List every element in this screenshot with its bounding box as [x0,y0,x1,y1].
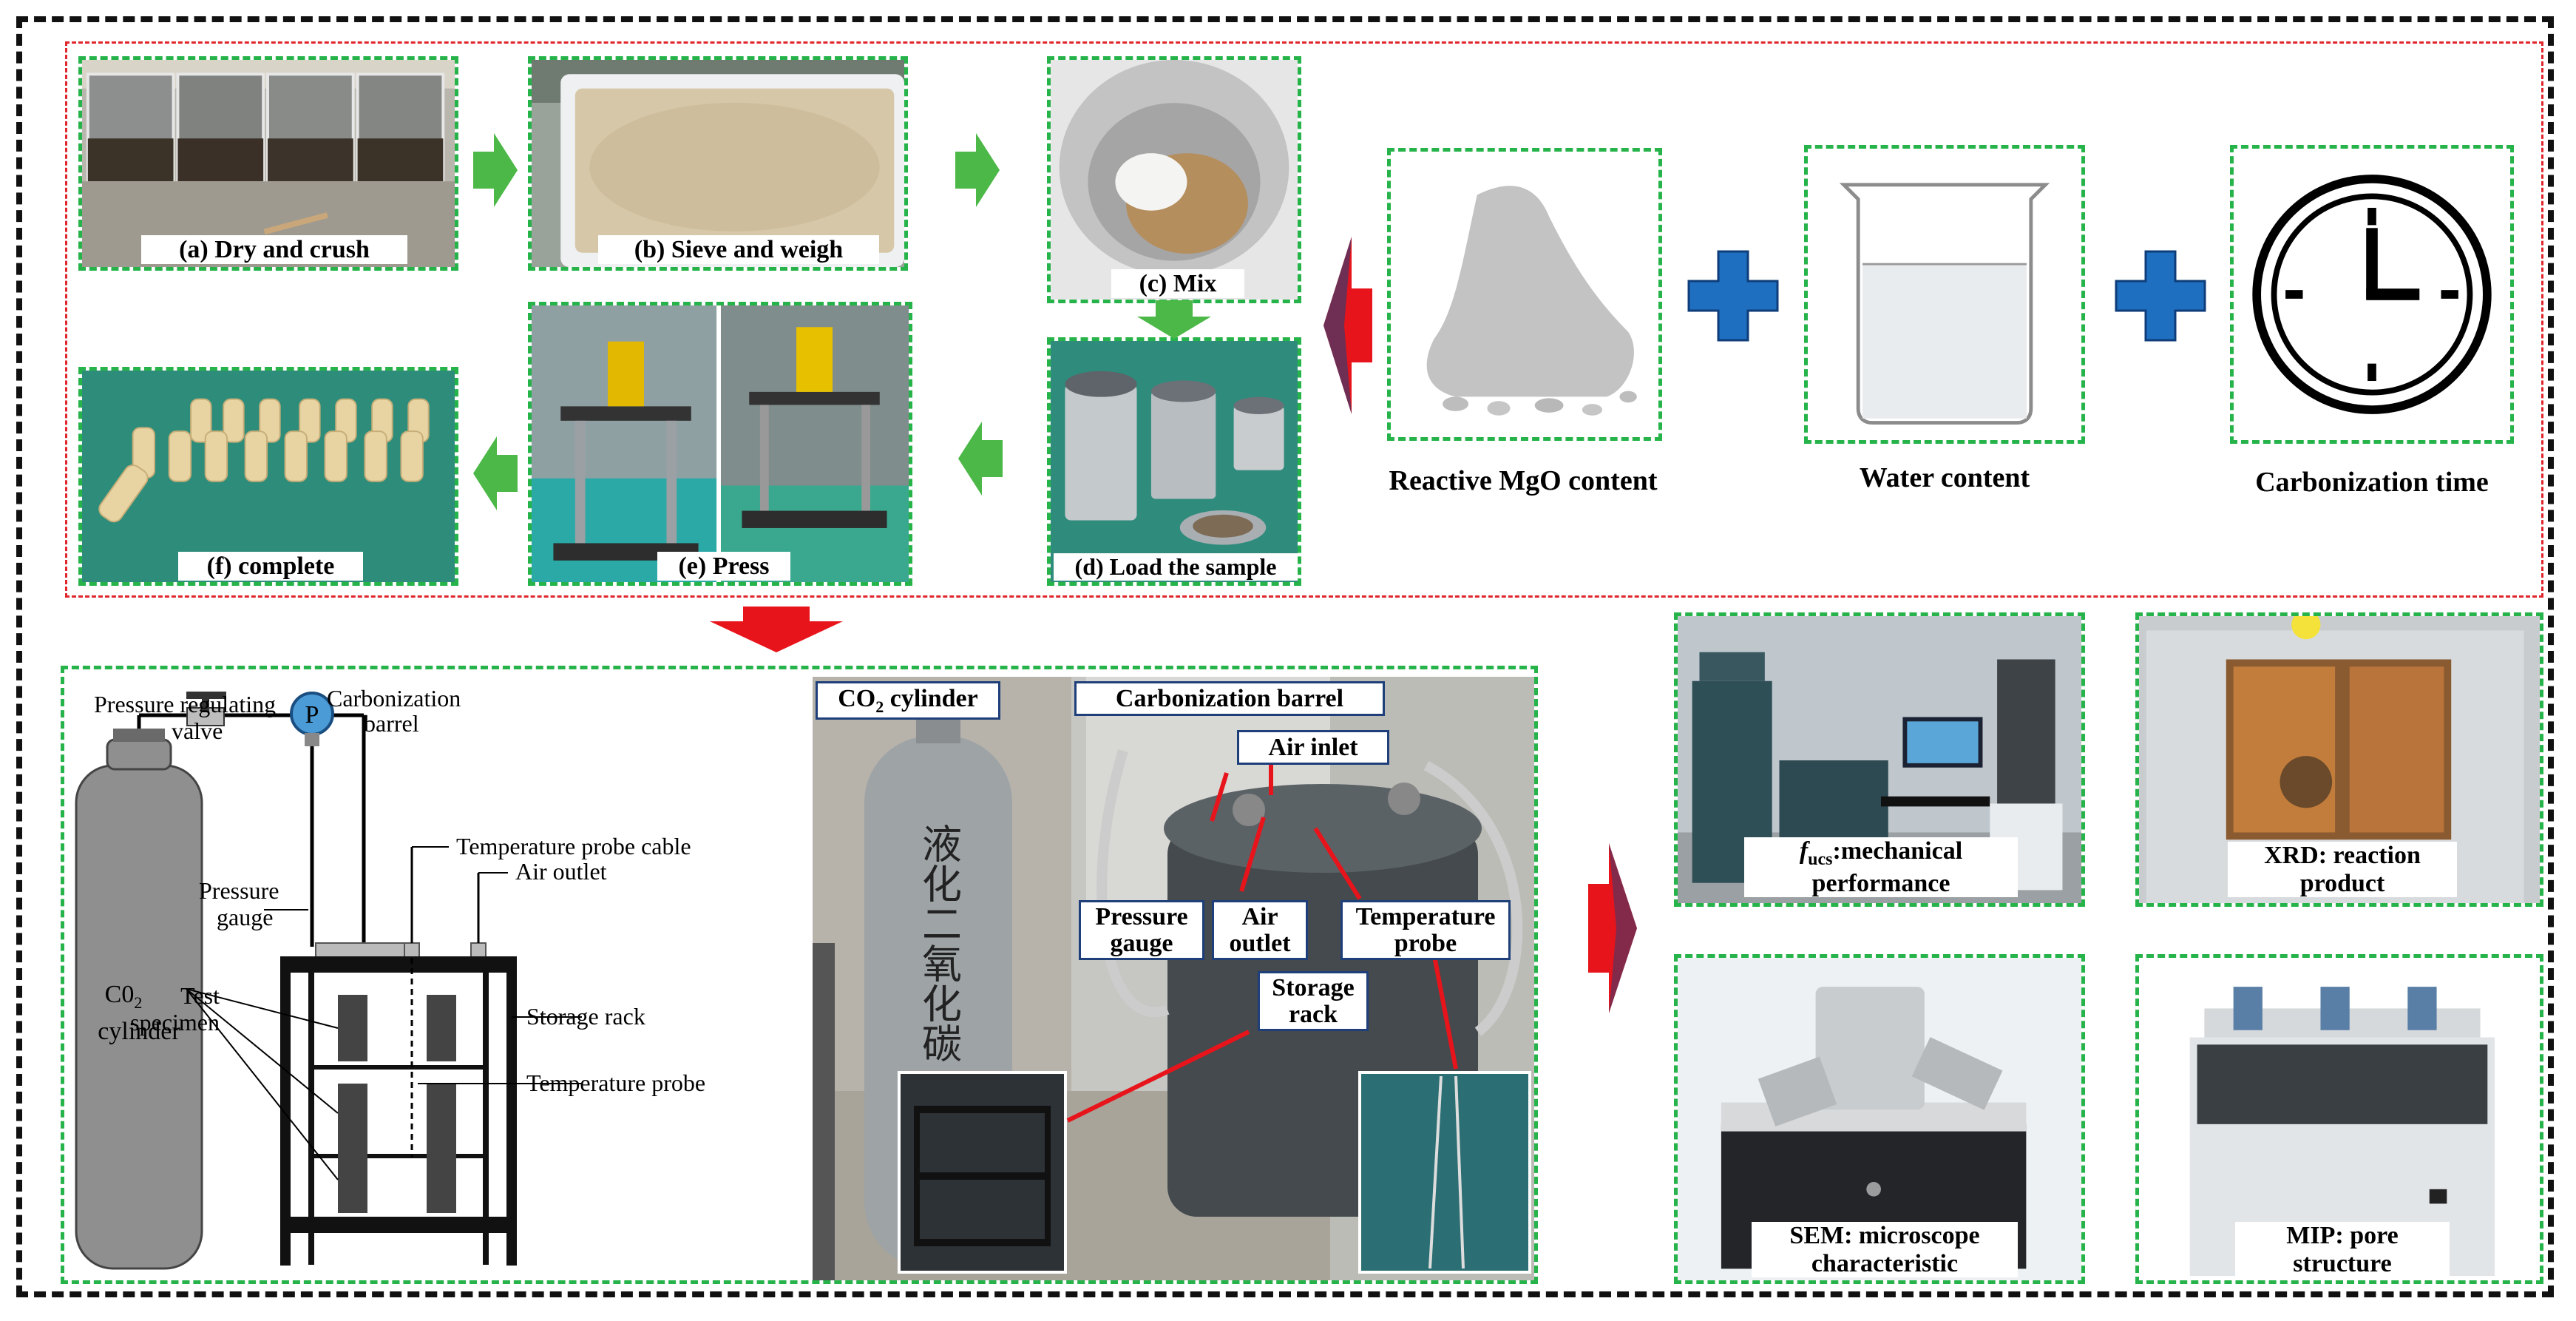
beaker-icon [1808,149,2081,440]
step-c-panel: (c) Mix [1047,56,1301,303]
step-b-panel: (b) Sieve and weigh [528,56,908,271]
mgo-panel [1387,148,1662,441]
step-f-panel: (f) complete [78,367,458,586]
sieve-photo [532,60,904,267]
probe-cable-label: Temperature probe cable [456,833,691,859]
schematic-diagram: P Pressure regulating valve [75,685,705,1270]
specimens-photo [82,371,455,582]
barrel-label-1: Carbonization [327,685,461,712]
arrow-c-to-d [1137,300,1211,339]
load-sample-photo [1051,341,1298,582]
gauge-symbol: P [305,701,319,729]
storage-rack-label: Storage rack [526,1003,645,1030]
gauge-label-1: Pressure [199,877,279,904]
step-b-caption: (b) Sieve and weigh [598,234,879,264]
arrow-e-to-f [473,436,518,510]
time-label: Carbonization time [2255,467,2489,498]
cylinder-chinese-text: 液化二氧化碳 [915,823,962,1063]
step-d-panel: (d) Load the sample [1047,337,1301,586]
cylinder-label-2: cylinder [98,1018,180,1045]
air-outlet-label: Air outlet [515,858,607,885]
arrow-b-to-c [955,133,1000,207]
valve-label-1: Pressure regulating [94,691,276,717]
step-c-caption: (c) Mix [1111,268,1244,298]
mgo-label: Reactive MgO content [1389,465,1658,496]
barrel-label-2: barrel [364,710,419,737]
step-a-caption: (a) Dry and crush [141,234,407,264]
step-d-caption: (d) Load the sample [1054,553,1298,581]
water-label: Water content [1859,462,2030,493]
step-f-caption: (f) complete [178,551,363,581]
step-e-panel: (e) Press [528,302,912,586]
down-arrow [710,607,843,652]
clock-icon [2234,149,2510,440]
barrel-photo-label: Carbonization barrel [1074,681,1385,717]
temp-probe-label: Temperature probe [526,1070,705,1096]
outer-frame [16,16,2554,1297]
mgo-powder-icon [1391,152,1658,437]
mix-photo [1051,60,1298,300]
arrow-a-to-b [473,133,518,207]
plus-icon [1687,250,1779,342]
carbonization-panel: P Pressure regulating valve [61,666,1538,1284]
xrd-machine-photo [2139,616,2540,903]
ucs-panel: fucs:mechanical performance [1674,612,2085,907]
step-a-panel: (a) Dry and crush [78,56,458,271]
time-panel [2230,145,2514,444]
specimen-label-2: specimen [130,1009,220,1035]
apparatus-photo: 液化二氧化碳 [813,677,1534,1280]
gauge-label-2: gauge [217,904,273,930]
tests-arrow [1588,843,1637,1013]
plus-icon-2 [2115,250,2206,342]
ucs-caption: fucs:mechanical performance [1744,837,2018,897]
press-photo [532,305,909,582]
sample-preparation-frame [65,41,2543,598]
specimen-label-1: Test [180,982,220,1009]
factor-arrow [1323,237,1372,414]
step-e-caption: (e) Press [657,551,790,581]
arrow-d-to-e [958,422,1003,496]
water-panel [1804,145,2085,444]
cylinder-label-1: C02 [105,981,143,1012]
co2-cylinder-label: CO2 cylinder [816,681,1000,720]
valve-label-2: valve [172,717,223,744]
air-inlet-label: Air inlet [1237,730,1389,766]
